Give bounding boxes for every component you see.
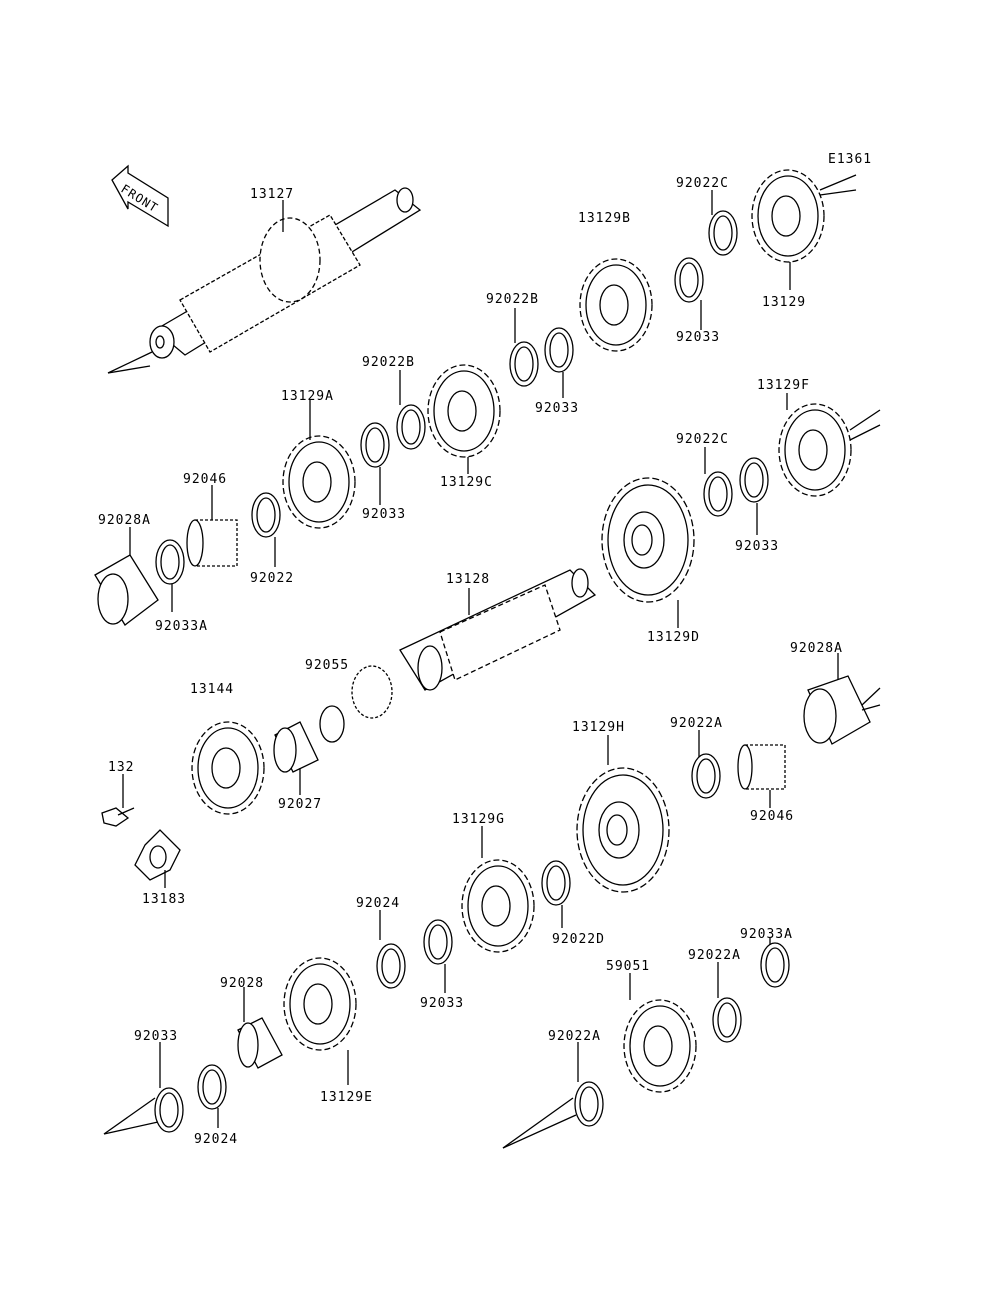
label-92033-3: 92033 [362,507,406,522]
washer-92033-3 [360,422,390,468]
washer-92033-5 [423,919,453,965]
label-132: 132 [108,760,134,775]
label-92027: 92027 [278,797,322,812]
label-92022b-1: 92022B [486,292,539,307]
label-92022c-mid: 92022C [676,432,729,447]
label-92033-5: 92033 [420,996,464,1011]
needle-bearing-92046-top [186,519,238,567]
washer-92033a-bottom [760,942,790,988]
washer-92033-top [674,257,704,303]
gear-13129f [778,403,852,497]
label-92033-4: 92033 [735,539,779,554]
label-13129c: 13129C [440,475,493,490]
label-13129d: 13129D [647,630,700,645]
bearing-92028a-top [94,554,159,626]
washer-92022a-3 [574,1081,604,1127]
washer-92022a-2 [712,997,742,1043]
gear-13129b [579,258,653,352]
gear-59051 [623,999,697,1093]
label-92022-mid: 92022 [250,571,294,586]
label-92033-6: 92033 [134,1029,178,1044]
label-92022a-1: 92022A [670,716,723,731]
label-13128: 13128 [446,572,490,587]
needle-bearing-92046-bottom [737,744,786,790]
collar-92027 [273,721,319,773]
label-92033a-top: 92033A [155,619,208,634]
oring-92055 [319,705,345,743]
label-13183: 13183 [142,892,186,907]
washer-92022a-1 [691,753,721,799]
circlip-92022b-1 [509,341,539,387]
label-92055: 92055 [305,658,349,673]
label-92033a-bottom: 92033A [740,927,793,942]
label-92028a-top: 92028A [98,513,151,528]
label-13129: 13129 [762,295,806,310]
label-92024-1: 92024 [356,896,400,911]
diagram-code: E1361 [828,152,872,167]
label-13127: 13127 [250,187,294,202]
washer-92033-2 [544,327,574,373]
bolt-132 [101,807,135,827]
label-92022c-top: 92022C [676,176,729,191]
label-92046-top: 92046 [183,472,227,487]
label-13144: 13144 [190,682,234,697]
drive-shaft-13128 [351,568,597,719]
gear-13129a [282,435,356,529]
gear-13129e [283,957,357,1051]
washer-92033-6 [154,1087,184,1133]
label-13129g: 13129G [452,812,505,827]
label-13129h: 13129H [572,720,625,735]
bearing-92028a-right [803,675,881,745]
label-92022a-3: 92022A [548,1029,601,1044]
gear-13129h [576,767,670,893]
gear-13129d [601,477,695,603]
gear-13129 [751,169,825,263]
sprocket-13144 [191,721,265,815]
label-13129f: 13129F [757,378,810,393]
label-92033-2: 92033 [535,401,579,416]
washer-92033-4 [739,457,769,503]
bush-92028 [237,1017,283,1069]
washer-92033a-top [155,539,185,585]
label-92022a-2: 92022A [688,948,741,963]
circlip-92022c-mid [703,471,733,517]
label-92022b-2: 92022B [362,355,415,370]
label-13129a: 13129A [281,389,334,404]
label-92033-top: 92033 [676,330,720,345]
gear-13129c [427,364,501,458]
main-shaft-13127 [107,187,422,374]
washer-92024-1 [376,943,406,989]
washer-92024-2 [197,1064,227,1110]
label-92024-2: 92024 [194,1132,238,1147]
circlip-92022b-2 [396,404,426,450]
gear-13129g [461,859,535,953]
label-92022d: 92022D [552,932,605,947]
washer-92022d [541,860,571,906]
label-13129b: 13129B [578,211,631,226]
label-92046-bottom: 92046 [750,809,794,824]
circlip-92022c-top [708,210,738,256]
label-92028a-right: 92028A [790,641,843,656]
label-13129e: 13129E [320,1090,373,1105]
label-59051: 59051 [606,959,650,974]
plate-13183 [134,829,181,881]
washer-92022-mid [251,492,281,538]
front-arrow-icon: FRONT [111,164,169,228]
label-92028: 92028 [220,976,264,991]
